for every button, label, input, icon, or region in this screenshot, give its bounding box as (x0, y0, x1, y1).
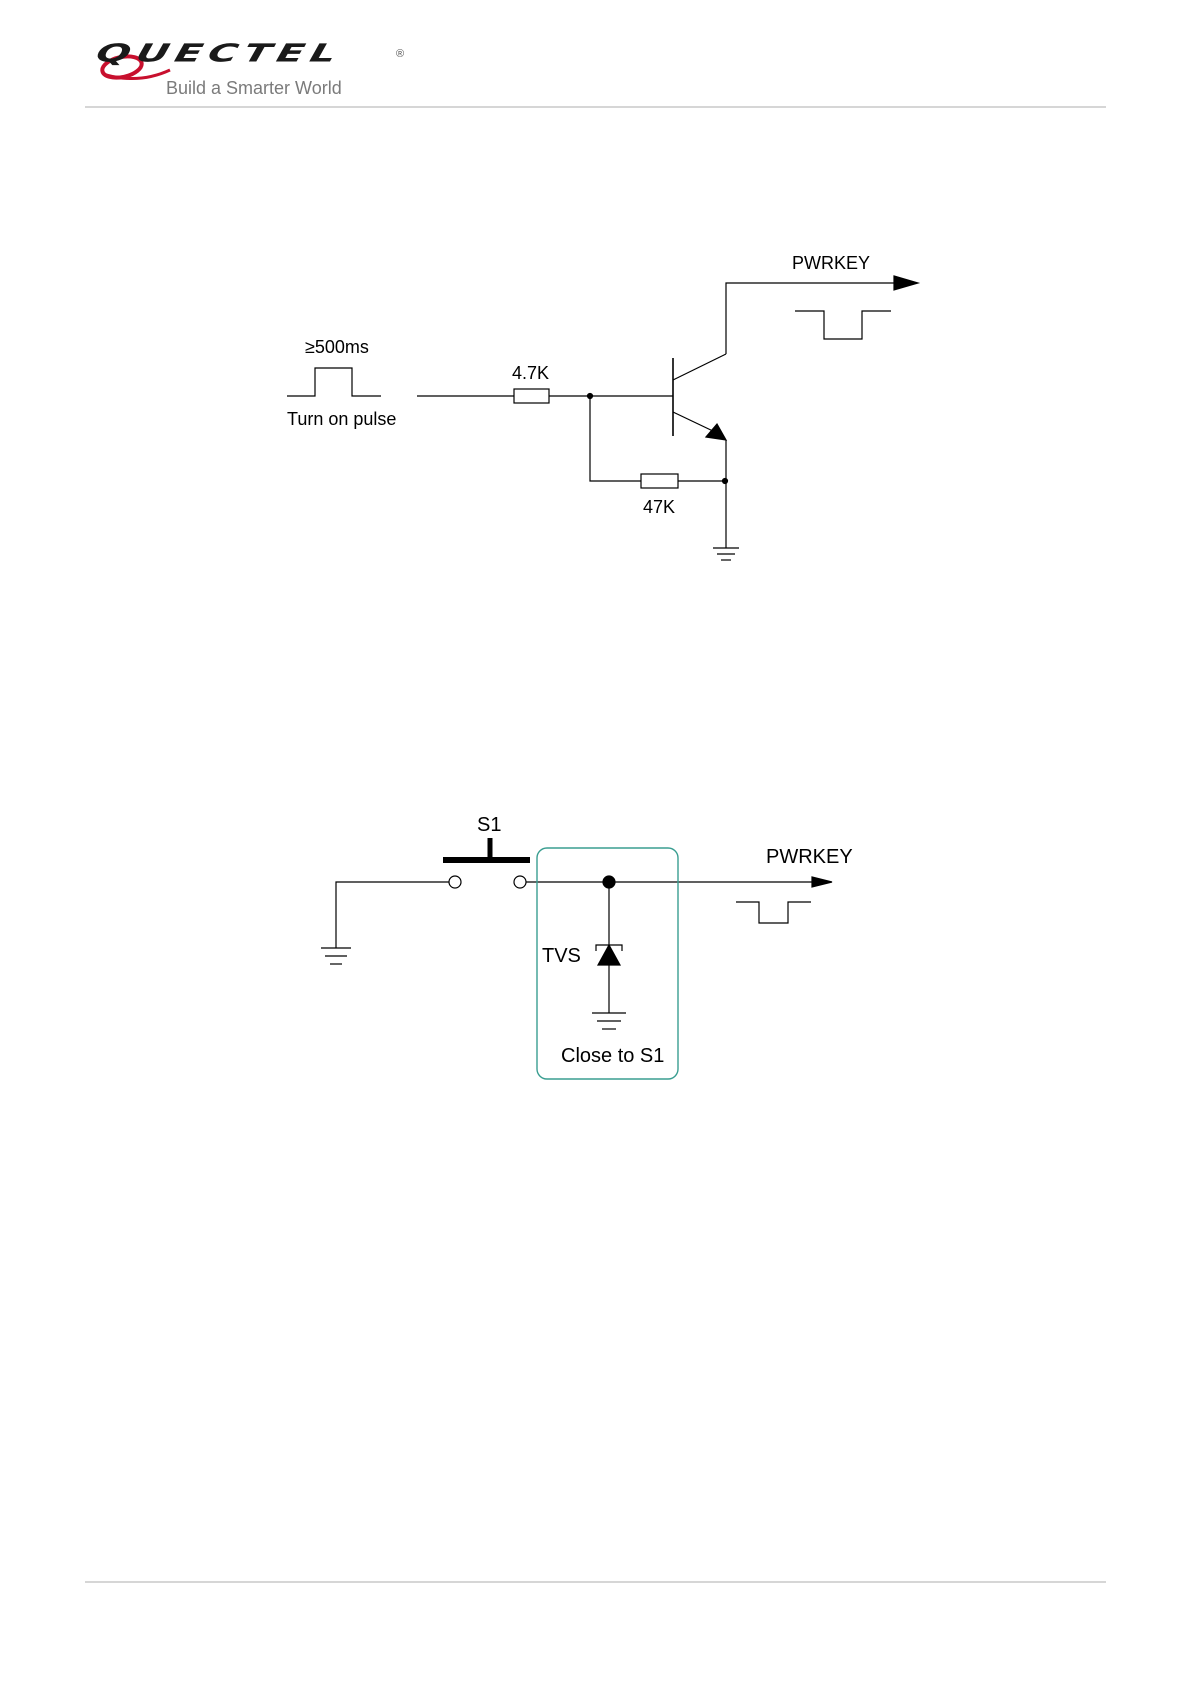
resistor-4-7k (514, 389, 549, 403)
tvs-diode-icon (598, 945, 620, 965)
footer-divider (85, 1581, 1106, 1583)
pwrkey-low-pulse-waveform (795, 311, 891, 339)
pulse-duration-label: ≥500ms (305, 337, 369, 357)
resistor-4-7k-label: 4.7K (512, 363, 549, 383)
turn-on-pulse-waveform (287, 368, 381, 396)
switch-contact-left (449, 876, 461, 888)
emitter-junction-node (723, 479, 728, 484)
pwrkey-arrow-icon-2 (812, 877, 832, 887)
pwrkey-label-2: PWRKEY (766, 846, 853, 868)
resistor-47k (641, 474, 678, 488)
pwrkey-low-pulse-waveform-2 (736, 902, 811, 923)
switch-s1-label: S1 (477, 814, 501, 836)
switch-contact-right (514, 876, 526, 888)
resistor-47k-label: 47K (643, 497, 675, 517)
transistor-circuit-labels: ≥500ms Turn on pulse 4.7K 47K PWRKEY (287, 253, 870, 517)
emitter-arrow-icon (706, 424, 726, 440)
pwrkey-label-1: PWRKEY (792, 253, 870, 273)
turn-on-pulse-label: Turn on pulse (287, 409, 396, 429)
close-to-s1-label: Close to S1 (561, 1045, 664, 1067)
pwrkey-arrow-icon (894, 276, 918, 290)
switch-circuit-labels: S1 PWRKEY TVS Close to S1 (477, 814, 853, 1067)
switch-circuit (321, 838, 832, 1029)
tvs-label: TVS (542, 945, 581, 967)
